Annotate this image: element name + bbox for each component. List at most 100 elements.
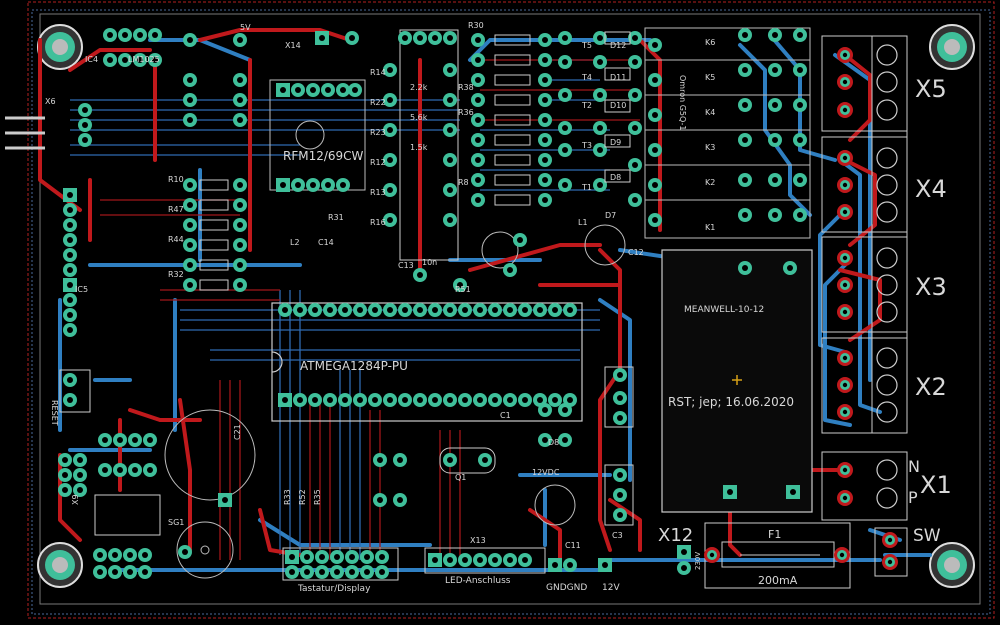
misc-components: Q1 C11 C3 C12 C1 C13 C14 L2 L1 R51 R31 1… [164,213,644,579]
relay-label: K5 [705,73,715,82]
transistor-label: T4 [581,73,592,82]
ic4-part: LM1025 [128,55,160,64]
cap-label: C1 [500,411,511,420]
inductor-label: L1 [578,218,588,227]
connector-label: X13 [470,536,486,545]
mounting-hole [929,542,975,588]
resistor-label: R47 [168,205,184,214]
relay-label: K6 [705,38,715,47]
buzzer-label: SG1 [168,518,184,527]
resistor-label: R14 [370,68,386,77]
p-label: P [908,488,918,507]
resistor-label: R16 [370,218,386,227]
relay-label: K3 [705,143,715,152]
silkscreen-frame [39,13,981,605]
board-edge [31,9,991,615]
x12-label: X12 [658,525,693,546]
resistor-value: 5.6k [410,113,428,122]
left-headers: X6 X9 RESET IC5 [5,97,161,579]
resistor-value: 2.2k [410,83,428,92]
x2-label: X2 [915,373,947,401]
led-label: LED-Anschluss [445,576,511,586]
resistor-label: R30 [468,21,484,30]
connector-labels: X5 X4 X3 X2 X1 N P SW X12 [658,75,952,546]
bottom-headers: Tastatur/Display LED-Anschluss GNDGND 12… [282,547,620,594]
relay-block: K6 K5 K4 K3 K2 K1 Omron G5Q-1 [644,27,811,239]
x5-label: X5 [915,75,947,103]
x9-label: X9 [71,494,80,505]
gnd-label: GNDGND [546,583,587,593]
resistor-label: R23 [370,128,386,137]
diode-label: D8 [610,173,621,182]
resistor-label: R31 [328,213,344,222]
cap-value: 10n [422,258,437,267]
resistor-label: R8 [458,178,469,187]
diode-label: D11 [610,73,626,82]
resistor-label: R32 [168,270,184,279]
resistor-label: R12 [370,158,386,167]
relay-label: K1 [705,223,715,232]
resistor-bank-left: R14 R22 R23 R12 R13 R16 2.2k 5.6k 1.5k [370,29,459,261]
driver-column: T5 T4 T3 T2 T1 D12 D11 D10 D9 D8 D7 [558,31,642,220]
relay-label: K4 [705,108,715,117]
sw-label: SW [913,526,941,546]
resistor-bank-middle: R10 R47 R44 R32 [168,175,247,292]
screw-terminal-blocks [821,35,908,521]
fuse-holder: F1 200mA [704,522,851,589]
n-label: N [908,457,920,476]
relay-part-label: Omron G5Q-1 [678,75,687,131]
resistor-label: R51 [455,285,471,294]
x14-label: X14 [285,41,301,50]
resistor-label: R44 [168,235,184,244]
board-outline [27,1,995,619]
resistor-value: 1.5k [410,143,428,152]
cap-label: C11 [565,541,581,550]
transistor-label: T3 [581,141,592,150]
psu-label: MEANWELL-10-12 [684,305,764,315]
12v-label: 12V [602,583,620,593]
diode-label: D9 [610,138,621,147]
resistor-bank-right: R30 R38 R36 R8 [458,21,552,207]
resistor-label: R38 [458,83,474,92]
mcu: ATMEGA1284P-PU [271,302,583,422]
diode-label: D12 [610,41,626,50]
relay-label: K2 [705,178,715,187]
transistor-label: T2 [581,101,592,110]
resistor-label: R13 [370,188,386,197]
rfm-label: RFM12/69CW [283,149,364,163]
transistor-label: T5 [581,41,592,50]
ic5-label: IC5 [75,285,88,294]
tastatur-label: Tastatur/Display [297,584,371,594]
x12-connector: 230V [677,545,702,575]
5v-label: 5V [240,23,251,32]
power-supply: MEANWELL-10-12 RST; jep; 16.06.2020 [661,249,813,513]
resistor-label: R22 [370,98,386,107]
mounting-hole [37,24,83,70]
resistor-label: R52 [298,489,307,505]
fuse-rating: 200mA [758,574,798,587]
top-copper-traces [38,28,882,562]
cap-label: C14 [318,238,334,247]
cap-label: C21 [233,424,242,440]
supply-label: 12VDC [532,468,560,477]
cap-label: C12 [628,248,644,257]
x4-label: X4 [915,175,947,203]
rfm-module: RFM12/69CW X14 [269,31,366,192]
inductor-label: L2 [290,238,300,247]
sw-connector [874,527,908,577]
x6-label: X6 [45,97,56,106]
reset-label: RESET [50,400,59,426]
mcu-label: ATMEGA1284P-PU [300,359,408,373]
resistor-label: R33 [283,489,292,505]
diode-label: D7 [605,211,616,220]
diode-label: D8 [548,438,559,447]
resistor-label: R36 [458,108,474,117]
resistor-label: R35 [313,489,322,505]
fuse-name: F1 [768,528,781,541]
cap-label: C13 [398,261,414,270]
230v-label: 230V [694,552,702,570]
resistor-label: R10 [168,175,184,184]
ic4-label: IC4 [85,55,98,64]
x3-label: X3 [915,273,947,301]
